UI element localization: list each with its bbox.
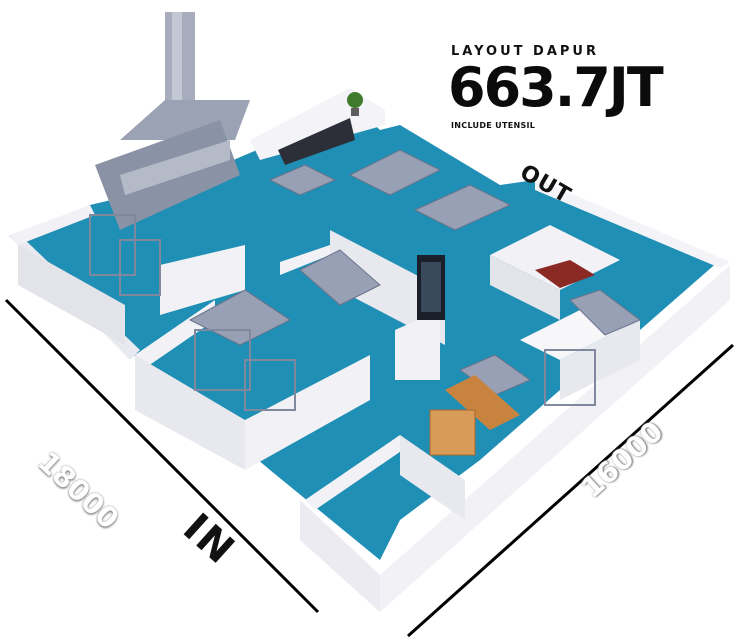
sink-cabinet	[278, 118, 355, 165]
dimension-line-right	[406, 343, 735, 638]
exhaust-duct	[95, 12, 250, 230]
room-front	[305, 435, 465, 520]
layout-title: LAYOUT DAPUR	[451, 44, 599, 59]
refrigerator	[417, 255, 445, 320]
room-left	[10, 205, 245, 345]
rack-red	[535, 260, 595, 288]
outer-wall-right	[380, 265, 730, 612]
plant	[347, 92, 363, 116]
room-center	[280, 230, 445, 380]
outer-wall-back	[535, 178, 730, 268]
wooden-cabinet	[429, 375, 520, 456]
price-label: 663.7JT	[448, 56, 664, 119]
outer-wall-front	[300, 500, 380, 612]
floor	[20, 100, 720, 560]
price-note: INCLUDE UTENSIL	[451, 121, 536, 130]
prep-table	[188, 149, 641, 396]
dimension-line-left	[4, 298, 320, 614]
storage-shelf	[89, 214, 596, 411]
